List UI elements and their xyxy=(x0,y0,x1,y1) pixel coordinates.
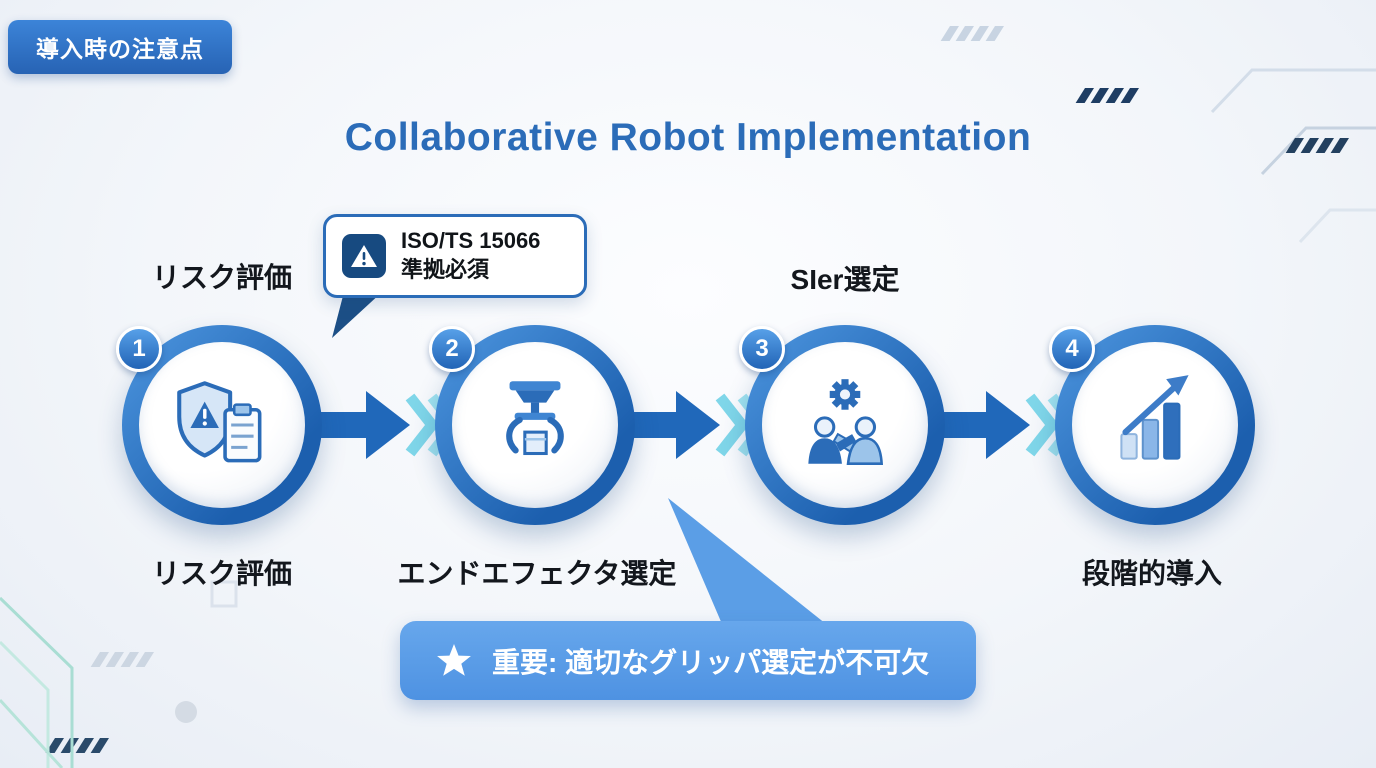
step1-bottom-label: リスク評価 xyxy=(151,558,292,589)
step-4-circle: 4 xyxy=(1049,325,1255,525)
step-2-inner xyxy=(452,342,618,508)
step-1-inner xyxy=(139,342,305,508)
step-3-inner xyxy=(762,342,928,508)
iso-line2: 準拠必須 xyxy=(401,257,490,282)
step1-top-label: リスク評価 xyxy=(151,262,292,293)
iso-callout-text: ISO/TS 15066 準拠必須 xyxy=(401,227,540,284)
iso-line1: ISO/TS 15066 xyxy=(401,228,541,254)
step-2-circle: 2 xyxy=(429,325,635,525)
step-3-circle: 3 xyxy=(739,325,945,525)
iso-callout: ISO/TS 15066 準拠必須 xyxy=(323,214,587,298)
header-badge: 導入時の注意点 xyxy=(8,20,232,74)
step-3-number-badge: 3 xyxy=(739,326,785,372)
step-1-number-badge: 1 xyxy=(116,326,162,372)
partnership-gear-icon xyxy=(808,379,883,465)
step-1-circle: 1 xyxy=(116,325,322,525)
iso-callout-tail xyxy=(332,292,382,338)
growth-chart-icon xyxy=(1120,375,1189,460)
shield-warning-checklist-icon xyxy=(177,381,262,463)
step-2-number-badge: 2 xyxy=(429,326,475,372)
step4-bottom-label: 段階的導入 xyxy=(1081,558,1222,589)
step-4-number-badge: 4 xyxy=(1049,326,1095,372)
step-4-inner xyxy=(1072,342,1238,508)
step3-top-label: SIer選定 xyxy=(790,264,900,295)
important-callout-text: 重要: 適切なグリッパ選定が不可欠 xyxy=(492,646,930,678)
star-icon xyxy=(437,643,471,676)
important-callout-tail xyxy=(668,498,826,624)
important-callout: 重要: 適切なグリッパ選定が不可欠 xyxy=(400,621,976,700)
robot-gripper-icon xyxy=(506,381,564,456)
warning-triangle-icon xyxy=(342,234,386,278)
step2-bottom-label: エンドエフェクタ選定 xyxy=(397,558,677,589)
page-title: Collaborative Robot Implementation xyxy=(344,116,1032,159)
